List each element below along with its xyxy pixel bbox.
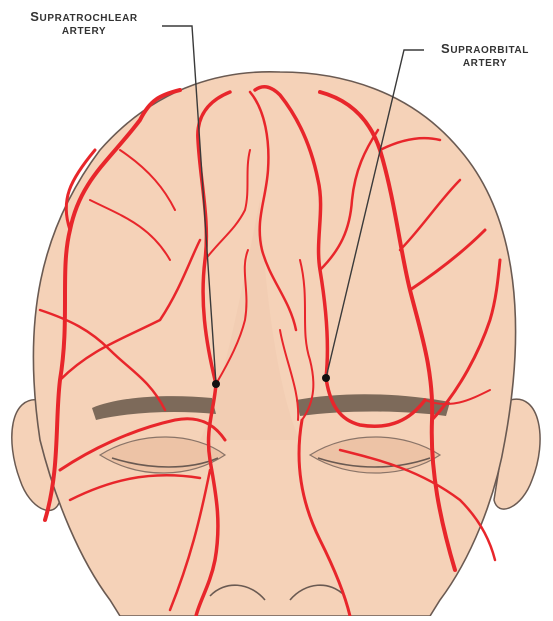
supratrochlear-label-initial: S: [30, 9, 39, 24]
supratrochlear-label: Supratrochlear artery: [6, 10, 162, 38]
supraorbital-label-line2: artery: [463, 58, 507, 69]
supratrochlear-label-rest: upratrochlear: [40, 13, 138, 24]
supratrochlear-point: [212, 380, 220, 388]
supraorbital-point: [322, 374, 330, 382]
supratrochlear-label-line2: artery: [62, 26, 106, 37]
supraorbital-label-initial: S: [441, 41, 450, 56]
supraorbital-label-rest: upraorbital: [450, 45, 529, 56]
supraorbital-label: Supraorbital artery: [420, 42, 550, 70]
